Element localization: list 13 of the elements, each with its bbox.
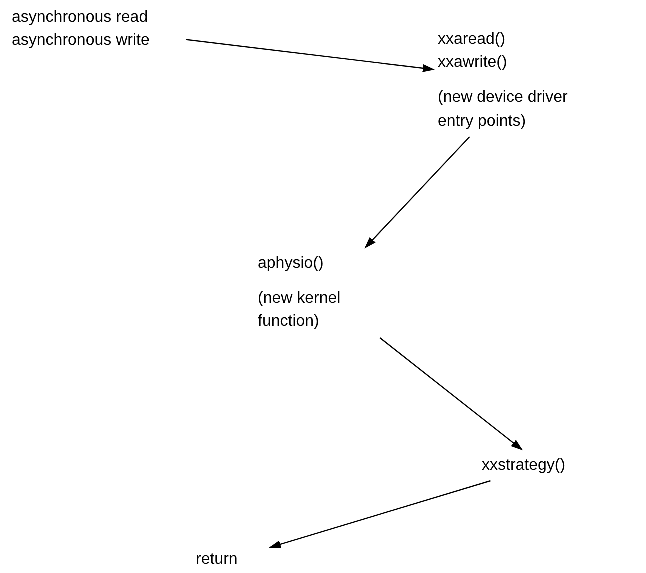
arrow	[364, 136, 470, 249]
node-label: aphysio()	[258, 254, 324, 274]
node-label: xxawrite()	[438, 53, 508, 74]
node-label: xxaread()	[438, 30, 506, 50]
arrow	[380, 338, 524, 451]
arrow	[269, 480, 491, 548]
node-label: asynchronous write	[12, 31, 150, 52]
node-label: return	[196, 550, 238, 570]
node-label: xxstrategy()	[482, 456, 566, 476]
note-text: (new kernel function)	[258, 289, 342, 332]
arrow	[186, 39, 435, 72]
note-text: (new device driver entry points)	[438, 88, 569, 132]
node-label: asynchronous read	[12, 8, 148, 28]
